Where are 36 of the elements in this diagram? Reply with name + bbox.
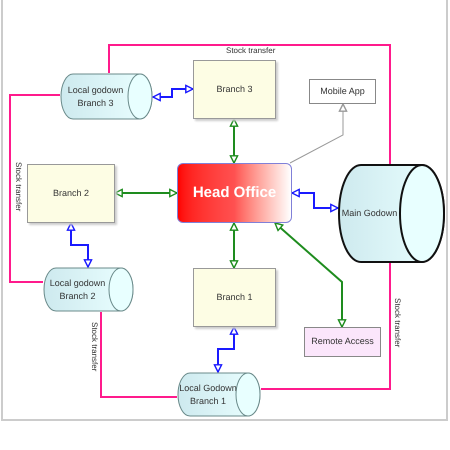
branch-box xyxy=(193,60,276,119)
arrow xyxy=(66,222,92,268)
edge-label: Stock transfer xyxy=(393,298,402,348)
storage-cylinder xyxy=(177,372,261,417)
connector-line xyxy=(108,44,391,164)
node-label: Remote Access xyxy=(311,335,374,348)
storage-cylinder xyxy=(60,73,153,120)
storage-cylinder xyxy=(338,164,445,263)
node-label: Branch 1 xyxy=(216,290,253,304)
connector-line xyxy=(9,94,60,283)
node-label: Main Godown xyxy=(342,207,398,220)
arrow xyxy=(114,188,178,198)
node-label: Branch 2 xyxy=(52,186,90,200)
edge-label: Stock transfer xyxy=(14,162,23,212)
edge-label: Stock transfer xyxy=(90,322,99,372)
process-box xyxy=(309,79,376,104)
arrow xyxy=(230,118,238,164)
node-label: Mobile App xyxy=(320,84,365,98)
process-box xyxy=(304,327,381,357)
arrow xyxy=(230,222,238,269)
branch-box xyxy=(193,268,276,327)
node-label: Branch 3 xyxy=(216,82,253,96)
edge-label: Stock transfer xyxy=(226,46,276,55)
node-label: Local godown Branch 3 xyxy=(66,84,124,110)
branch-box xyxy=(27,164,115,223)
head-office-box xyxy=(177,163,292,223)
arrow xyxy=(290,103,348,164)
node-label: Local godown Branch 2 xyxy=(48,276,106,302)
connector-line xyxy=(100,312,177,398)
arrow xyxy=(152,84,194,102)
node-label: Local Godown Branch 1 xyxy=(178,382,238,408)
storage-cylinder xyxy=(43,267,134,312)
arrow xyxy=(214,326,238,373)
connector-line xyxy=(261,263,391,390)
arrow xyxy=(274,222,346,328)
arrow xyxy=(291,188,339,212)
